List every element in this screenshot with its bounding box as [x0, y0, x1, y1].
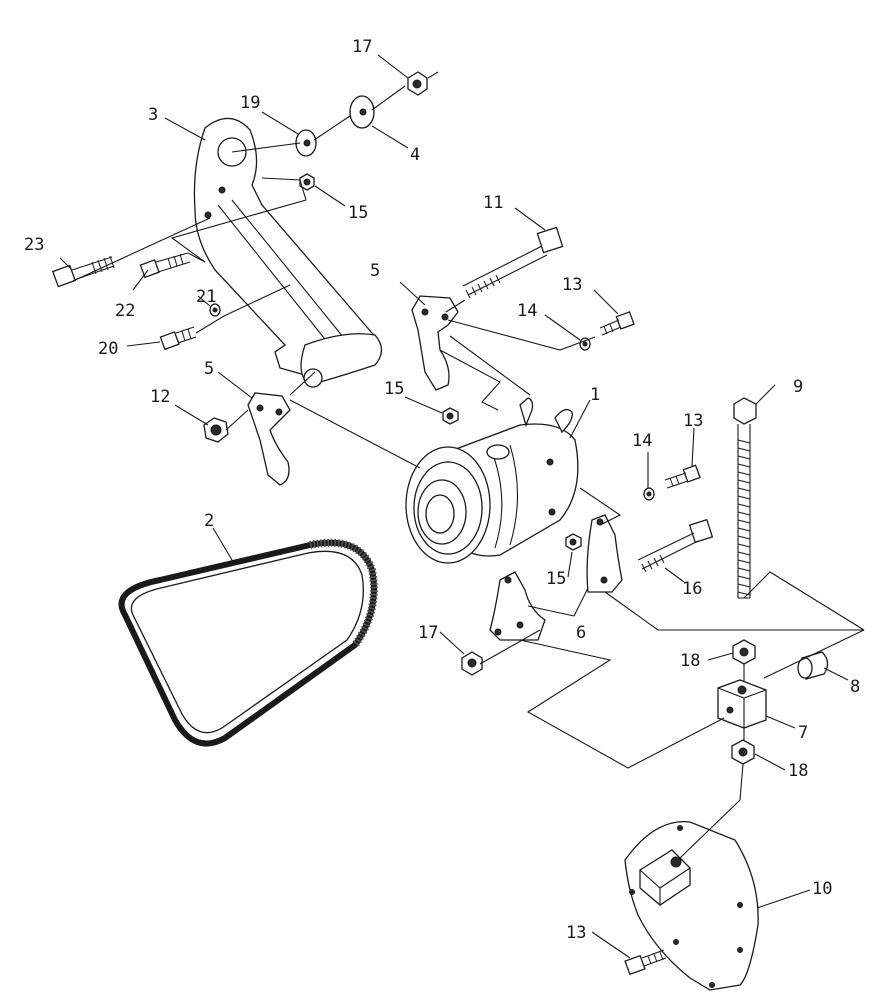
- part-18-nut-lower: [731, 739, 755, 765]
- part-2-belt: [118, 538, 378, 747]
- part-10-plate: [624, 821, 759, 991]
- callout-17-top: 17: [352, 37, 372, 57]
- part-14-washer-mid: [643, 487, 655, 501]
- callout-12: 12: [150, 387, 170, 407]
- callout-11: 11: [483, 193, 503, 213]
- part-4-washer: [349, 95, 375, 129]
- part-8-spacer: [797, 651, 829, 680]
- part-22-bolt: [139, 252, 191, 279]
- callout-20: 20: [98, 339, 118, 359]
- callout-6: 6: [576, 623, 586, 643]
- callout-15-lower: 15: [546, 569, 566, 589]
- assembly-lines: [72, 71, 865, 859]
- callout-19: 19: [240, 93, 260, 113]
- part-15-nut-mid: [442, 407, 459, 425]
- callout-13-mid: 13: [683, 411, 703, 431]
- part-15-nut-lower: [565, 533, 582, 551]
- part-14-washer-upper: [579, 337, 591, 351]
- callout-7: 7: [798, 723, 808, 743]
- part-20-bolt: [159, 326, 197, 351]
- callout-14-mid: 14: [632, 431, 652, 451]
- part-12-nut: [203, 417, 229, 443]
- part-11-long-bolt: [462, 226, 564, 299]
- callout-2: 2: [204, 511, 214, 531]
- part-16-bolt: [637, 518, 714, 573]
- callout-3: 3: [148, 105, 158, 125]
- callout-10: 10: [812, 879, 832, 899]
- part-19-washer: [295, 129, 317, 157]
- part-6-brackets: [489, 514, 623, 641]
- part-21-washer: [209, 303, 221, 317]
- part-15-nut-top: [299, 173, 315, 191]
- part-13-bolt-bottom: [624, 949, 667, 976]
- part-17-nut-lower: [461, 651, 483, 676]
- callout-21: 21: [196, 287, 216, 307]
- callout-labels: 17 19 3 4 15 11 23 5 13 22 21 14 20 5 15…: [24, 37, 860, 943]
- callout-13-bottom: 13: [566, 923, 586, 943]
- callout-15-mid: 15: [384, 379, 404, 399]
- part-18-nut-upper: [732, 639, 756, 665]
- callout-23: 23: [24, 235, 44, 255]
- part-5-lower-bracket: [247, 392, 291, 486]
- part-17-nut-top: [407, 71, 428, 96]
- callout-13-upper: 13: [562, 275, 582, 295]
- callout-4: 4: [410, 145, 420, 165]
- callout-15-top: 15: [348, 203, 368, 223]
- callout-16: 16: [682, 579, 702, 599]
- callout-18-lower: 18: [788, 761, 808, 781]
- callout-18-upper: 18: [680, 651, 700, 671]
- callout-8: 8: [850, 677, 860, 697]
- part-23-bolt: [51, 255, 115, 288]
- part-7-block: [717, 679, 767, 729]
- part-1-compressor: [405, 397, 579, 564]
- leader-lines: [59, 54, 849, 959]
- part-3-bracket-arm: [193, 117, 383, 388]
- callout-5-upper: 5: [370, 261, 380, 281]
- part-9-vertical-bolt: [733, 397, 757, 599]
- callout-5-lower: 5: [204, 359, 214, 379]
- callout-9: 9: [793, 377, 803, 397]
- callout-17-lower: 17: [418, 623, 438, 643]
- callout-22: 22: [115, 301, 135, 321]
- part-13-bolt-mid: [664, 464, 701, 489]
- callout-14-upper: 14: [517, 301, 537, 321]
- callout-1: 1: [590, 385, 600, 405]
- part-5-upper-bracket: [411, 295, 459, 391]
- part-13-bolt-upper: [599, 311, 635, 336]
